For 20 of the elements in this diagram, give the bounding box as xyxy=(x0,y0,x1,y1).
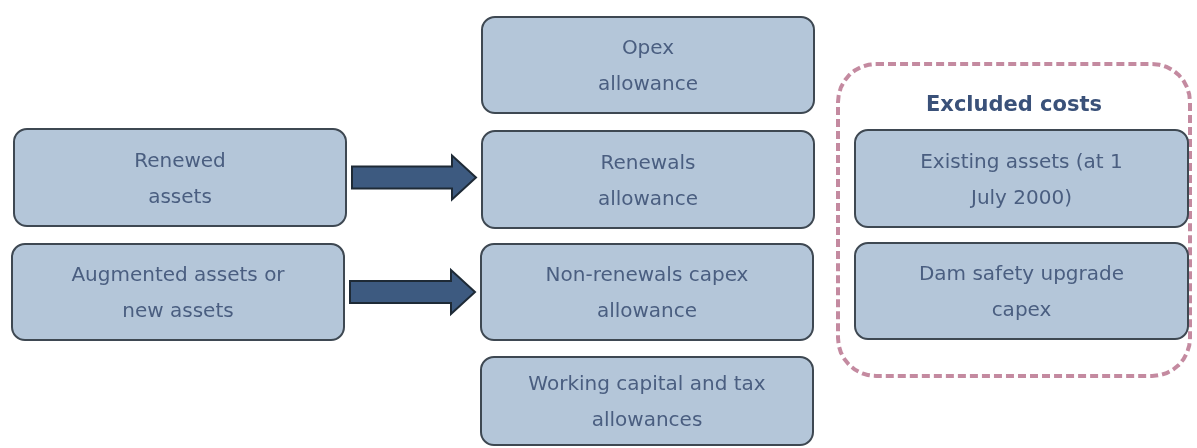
process-box xyxy=(11,243,345,341)
block-arrow xyxy=(351,153,478,202)
block-arrow xyxy=(349,267,477,317)
process-box xyxy=(481,16,815,114)
box-label: Renewed assets xyxy=(133,146,227,210)
box-label: Augmented assets or new assets xyxy=(70,261,286,324)
box-label: Dam safety upgrade capex xyxy=(917,260,1126,323)
process-box xyxy=(480,356,814,446)
process-box xyxy=(481,130,815,229)
box-label: Existing assets (at 1 July 2000) xyxy=(919,147,1124,211)
process-box xyxy=(480,243,814,341)
box-label: Renewals allowance xyxy=(596,148,700,212)
process-box xyxy=(13,128,347,227)
dashed-group-outline xyxy=(836,62,1192,378)
process-box xyxy=(854,242,1189,340)
box-label: Opex allowance xyxy=(596,34,700,97)
box-label: Non-renewals capex allowance xyxy=(544,261,750,324)
box-label: Working capital and tax allowances xyxy=(527,370,767,433)
group-heading: Excluded costs xyxy=(926,92,1102,116)
process-box xyxy=(854,129,1189,228)
